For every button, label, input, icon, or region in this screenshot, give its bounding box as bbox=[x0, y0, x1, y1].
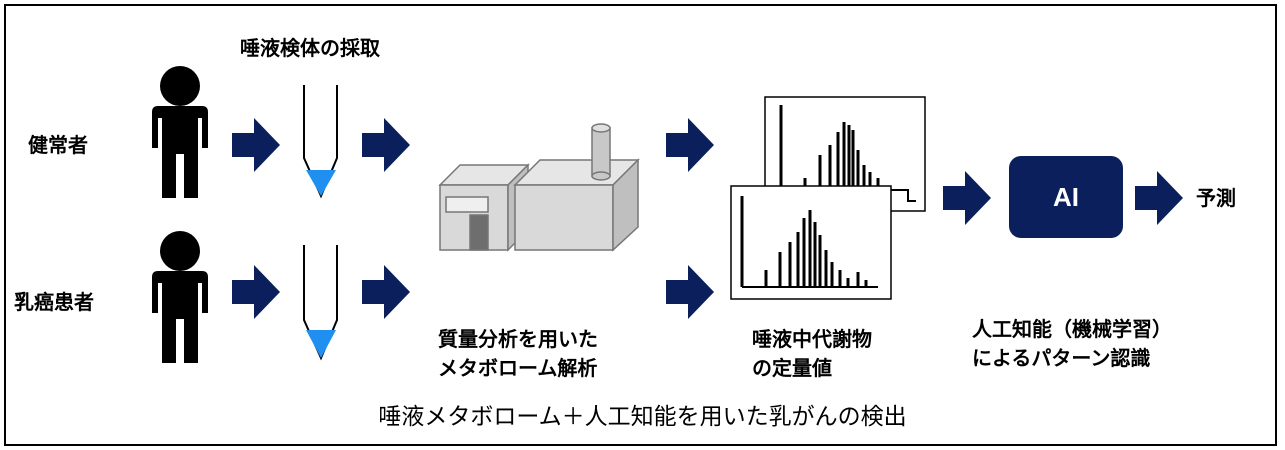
arrow-icon-1 bbox=[232, 118, 280, 172]
arrow-icon-5 bbox=[666, 118, 714, 172]
spectrum-chart-icon-front bbox=[730, 185, 892, 300]
ms-label-line1: 質量分析を用いた bbox=[438, 327, 598, 351]
diagram-frame bbox=[4, 4, 1277, 446]
ai-label-line2: によるパターン認識 bbox=[972, 346, 1151, 370]
arrow-icon-8 bbox=[1135, 171, 1183, 225]
metab-label-line1: 唾液中代謝物 bbox=[752, 327, 872, 351]
person-icon-healthy bbox=[152, 66, 208, 198]
ms-label-line2: メタボローム解析 bbox=[438, 356, 598, 380]
ai-box-label: AI bbox=[1053, 181, 1079, 212]
mass-spectrometer-icon bbox=[438, 123, 640, 252]
arrow-icon-7 bbox=[943, 171, 991, 225]
diagram-caption: 唾液メタボローム＋人工知能を用いた乳がんの検出 bbox=[378, 404, 907, 430]
predict-label: 予測 bbox=[1196, 186, 1236, 210]
patient-label: 乳癌患者 bbox=[14, 290, 94, 314]
arrow-icon-6 bbox=[666, 265, 714, 319]
healthy-label: 健常者 bbox=[28, 133, 88, 157]
spectrum-chart-icon-back bbox=[764, 96, 926, 212]
person-icon-patient bbox=[152, 231, 208, 363]
arrow-icon-2 bbox=[362, 118, 410, 172]
arrow-icon-3 bbox=[232, 265, 280, 319]
metab-label-line2: の定量値 bbox=[752, 356, 832, 380]
ai-label-line1: 人工知能（機械学習） bbox=[972, 317, 1172, 341]
ai-box bbox=[1009, 156, 1123, 238]
test-tube-icon-2 bbox=[303, 245, 338, 361]
arrow-icon-4 bbox=[362, 265, 410, 319]
test-tube-icon-1 bbox=[303, 85, 338, 199]
sampling-label: 唾液検体の採取 bbox=[240, 36, 380, 60]
